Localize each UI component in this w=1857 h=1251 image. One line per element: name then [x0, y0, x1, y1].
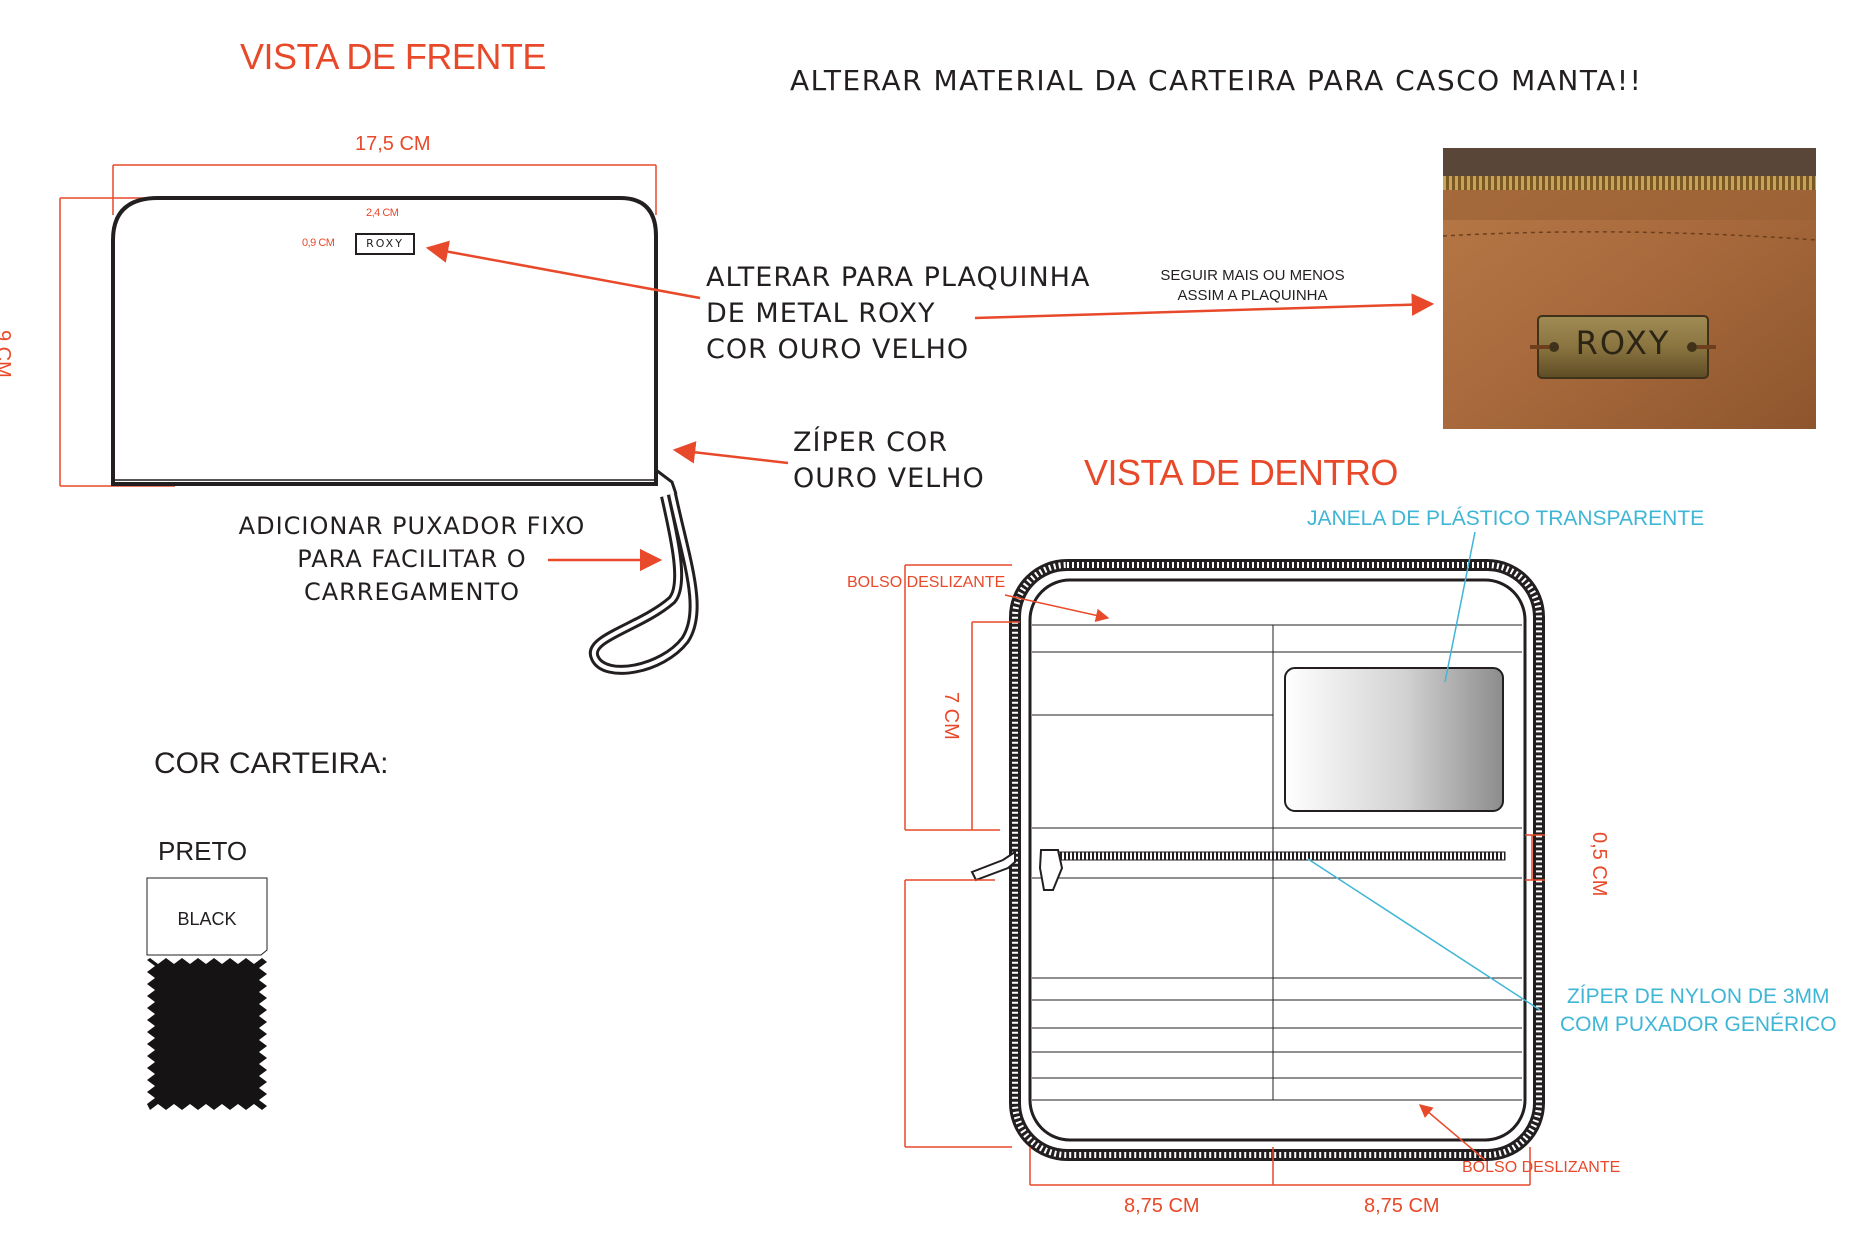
front-plate [355, 233, 415, 255]
swatch-label: BLACK [177, 909, 237, 929]
material-change-title: ALTERAR MATERIAL DA CARTEIRA PARA CASCO … [790, 64, 1643, 97]
nylon-zipper-label: ZÍPER DE NYLON DE 3MM COM PUXADOR GENÉRI… [1560, 983, 1837, 1039]
reference-note: SEGUIR MAIS OU MENOS ASSIM A PLAQUINHA [1150, 266, 1355, 306]
plate-height-dimension: 0,9 CM [302, 237, 335, 249]
front-view-title: VISTA DE FRENTE [240, 36, 546, 77]
handle-note-line1: ADICIONAR PUXADOR FIXO [238, 512, 586, 540]
inside-dimension-lines [904, 564, 1545, 1186]
reference-note-line1: SEGUIR MAIS OU MENOS [1160, 267, 1345, 284]
sliding-pocket-top-label: BOLSO DESLIZANTE [847, 574, 1006, 591]
left-width-dimension: 8,75 CM [1124, 1195, 1200, 1217]
front-view-drawing [59, 164, 1435, 675]
front-plate-text: ROXY [366, 237, 404, 250]
photo-plate-text: ROXY [1575, 324, 1671, 362]
plastic-window [1284, 667, 1504, 812]
inside-view-title: VISTA DE DENTRO [1084, 452, 1398, 493]
swatch-fabric [147, 958, 267, 1110]
front-height-dimension: 9 CM [0, 330, 14, 378]
zipper-note-line1: ZÍPER COR [793, 427, 949, 458]
handle-note-line2: PARA FACILITAR O [297, 545, 527, 573]
wrist-strap [588, 468, 699, 675]
handle-note: ADICIONAR PUXADOR FIXO PARA FACILITAR O … [232, 510, 592, 609]
color-section-title: COR CARTEIRA: [154, 747, 389, 780]
reference-note-line2: ASSIM A PLAQUINHA [1177, 287, 1328, 304]
inside-view-drawing [904, 531, 1545, 1186]
right-width-dimension: 8,75 CM [1364, 1195, 1440, 1217]
plate-note-line1: ALTERAR PARA PLAQUINHA [706, 262, 1091, 293]
nylon-zipper-label-line2: COM PUXADOR GENÉRICO [1560, 1013, 1837, 1036]
plate-note: ALTERAR PARA PLAQUINHA DE METAL ROXY COR… [706, 260, 1090, 368]
front-width-dimension: 17,5 CM [355, 133, 431, 155]
sliding-pocket-bottom-label: BOLSO DESLIZANTE [1462, 1159, 1621, 1176]
zipper-color-note: ZÍPER COR OURO VELHO [793, 425, 985, 497]
reference-photo [1442, 148, 1817, 429]
plate-width-dimension: 2,4 CM [366, 207, 399, 219]
color-swatch-graphic [146, 877, 268, 1110]
nylon-zipper-label-line1: ZÍPER DE NYLON DE 3MM [1566, 985, 1830, 1008]
zipper-note-line2: OURO VELHO [793, 463, 985, 494]
plastic-window-label: JANELA DE PLÁSTICO TRANSPARENTE [1307, 507, 1705, 530]
nylon-zipper [1044, 851, 1506, 861]
color-name: PRETO [158, 836, 248, 866]
zipper-gap-dimension: 0,5 CM [1588, 832, 1610, 897]
plate-note-line3: COR OURO VELHO [706, 334, 970, 365]
pocket-height-dimension: 7 CM [940, 692, 962, 740]
plate-note-line2: DE METAL ROXY [706, 298, 936, 329]
brass-plate [1530, 315, 1716, 379]
handle-note-line3: CARREGAMENTO [303, 578, 521, 606]
